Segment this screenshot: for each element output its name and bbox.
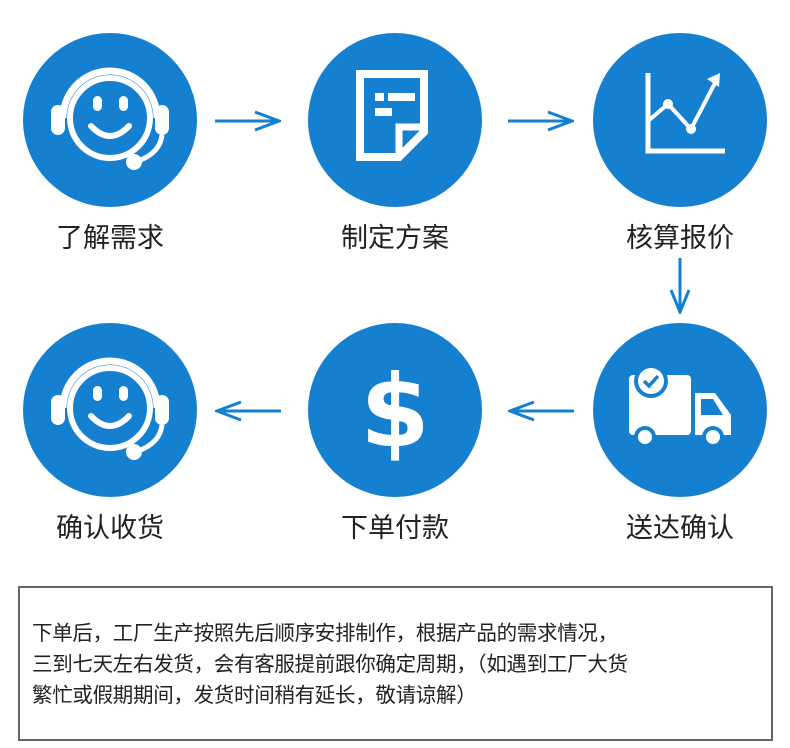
shipping-note-text: 下单后，工厂生产按照先后顺序安排制作，根据产品的需求情况， 三到七天左右发货，会… xyxy=(32,618,628,711)
chart-icon xyxy=(645,73,725,154)
step-1-label: 了解需求 xyxy=(56,223,164,254)
step-3-circle xyxy=(593,33,767,207)
step-4-label: 送达确认 xyxy=(626,513,734,544)
step-5-label: 下单付款 xyxy=(341,513,449,544)
step-5-circle: $ xyxy=(308,323,482,497)
step-3-label: 核算报价 xyxy=(626,223,734,254)
dollar-icon: $ xyxy=(360,353,430,470)
arrow-down-icon xyxy=(669,258,691,314)
step-6-label: 确认收货 xyxy=(56,513,164,544)
document-icon xyxy=(356,70,428,161)
customer-service-icon xyxy=(51,357,169,460)
arrow-left-icon xyxy=(215,400,281,422)
note-line: 三到七天左右发货，会有客服提前跟你确定周期，（如遇到工厂大货 xyxy=(32,652,628,676)
step-1-circle xyxy=(23,33,197,207)
arrow-right-icon xyxy=(215,110,281,132)
arrow-right-icon xyxy=(508,110,574,132)
step-2-label: 制定方案 xyxy=(341,223,449,254)
svg-text:$: $ xyxy=(360,353,430,470)
step-6-circle xyxy=(23,323,197,497)
delivery-truck-icon xyxy=(629,364,731,448)
shipping-note-box: 下单后，工厂生产按照先后顺序安排制作，根据产品的需求情况， 三到七天左右发货，会… xyxy=(18,586,773,741)
arrow-left-icon xyxy=(508,400,574,422)
step-2-circle xyxy=(308,33,482,207)
step-4-circle xyxy=(593,323,767,497)
customer-service-icon xyxy=(51,67,169,170)
note-line: 繁忙或假期期间，发货时间稍有延长，敬请谅解） xyxy=(32,683,477,707)
note-line: 下单后，工厂生产按照先后顺序安排制作，根据产品的需求情况， xyxy=(32,621,618,645)
